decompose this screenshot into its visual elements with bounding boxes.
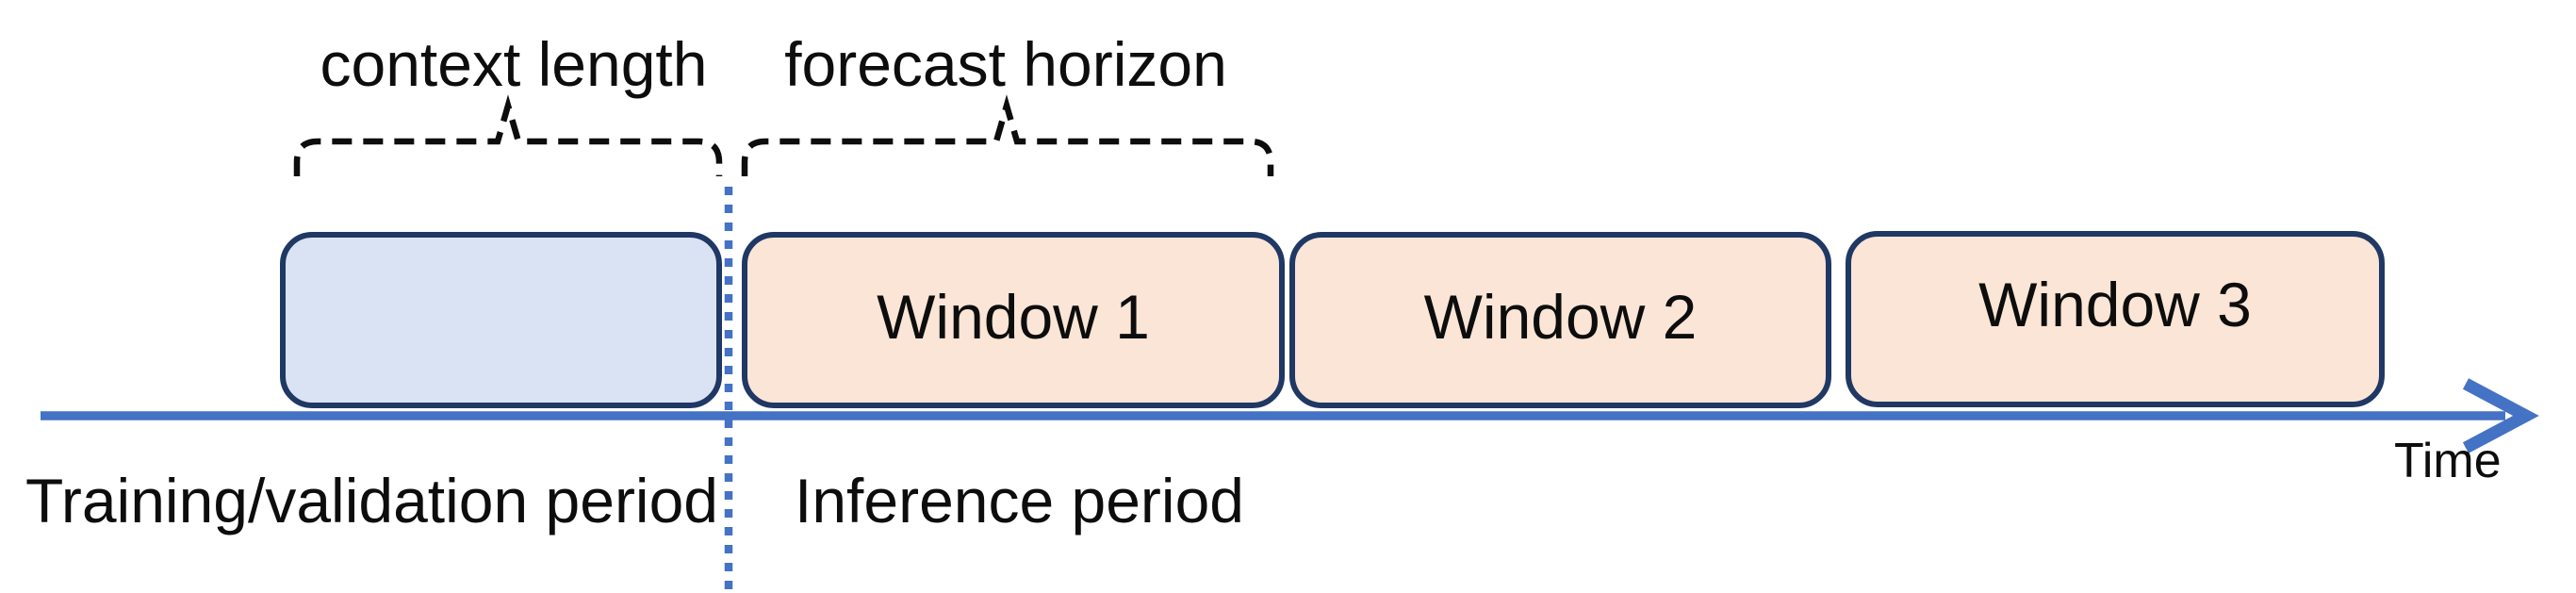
forecast-horizon-brace [741,94,1274,176]
window-2-box: Window 2 [1289,232,1831,408]
inference-period-label: Inference period [795,466,1244,535]
time-axis-label: Time [2394,434,2502,488]
window-3-label: Window 3 [1978,269,2252,339]
window-2-label: Window 2 [1423,281,1698,352]
context-window-box [280,232,722,408]
forecast-horizon-label: forecast horizon [784,29,1227,99]
window-1-box: Window 1 [742,232,1285,408]
time-axis-arrowhead-icon [2462,378,2539,453]
context-length-brace [293,94,723,176]
context-length-label: context length [320,29,708,99]
window-3-box: Window 3 [1846,231,2385,407]
training-validation-period-label: Training/validation period [25,466,718,535]
window-1-label: Window 1 [877,281,1150,352]
